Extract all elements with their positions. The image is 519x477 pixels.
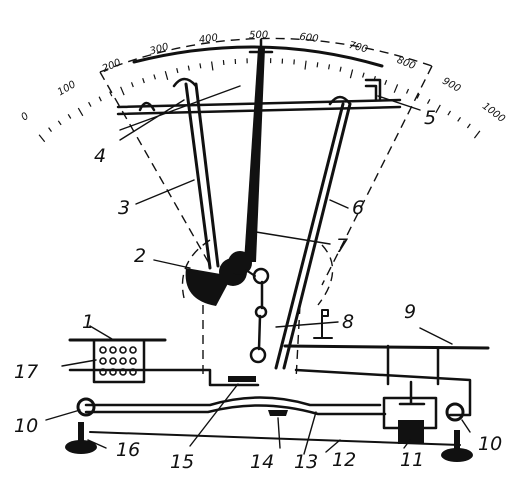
scale-tick-label: 300	[149, 42, 170, 58]
scale-tick-mark	[384, 79, 388, 86]
scale-tick-label: 800	[395, 55, 417, 72]
scale-tick-mark	[77, 107, 84, 117]
label-10-left: 10	[14, 415, 38, 437]
scale-tick-label: 700	[348, 40, 369, 55]
label-7: 7	[336, 235, 348, 257]
scale-tick-mark	[393, 84, 399, 93]
scale-tick-mark	[176, 68, 179, 74]
scale-tick-mark	[130, 82, 134, 88]
upper-pivot-left	[138, 77, 352, 112]
label-13: 13	[294, 451, 318, 473]
label-17: 17	[14, 361, 38, 383]
pivot-left	[76, 397, 96, 417]
scale-tick-mark	[473, 130, 481, 139]
scale-tick-mark	[38, 134, 46, 143]
scale-tick-mark	[426, 99, 431, 104]
gear-link	[245, 269, 256, 277]
scale-tick-label: 1000	[480, 101, 507, 125]
part-labels: 1 2 3 4 5 6 7 8 9 10 10 11 12 13 14 15 1…	[14, 107, 502, 473]
scale-tick-label: 500	[249, 30, 268, 41]
label-16: 16	[116, 439, 140, 461]
scale-tick-mark	[88, 101, 92, 107]
pivot-right	[445, 402, 465, 422]
scale-tick-mark	[57, 120, 62, 126]
pointer-tip	[248, 38, 274, 54]
linkage-pivot-bottom	[249, 346, 267, 364]
label-5: 5	[424, 107, 436, 129]
label-10-right: 10	[478, 433, 502, 455]
platform	[283, 344, 490, 350]
damper-stem	[398, 380, 426, 406]
label-1: 1	[82, 311, 94, 333]
scale-tick-mark	[328, 64, 331, 70]
scale-tick-mark	[457, 116, 461, 122]
scale-tick-mark	[199, 63, 202, 69]
linkage-bar	[257, 280, 264, 351]
scale-tick-mark	[405, 88, 410, 94]
column-housing	[181, 239, 334, 381]
label-6: 6	[352, 197, 364, 219]
scale-tick-mark	[362, 72, 365, 78]
scale-tick-mark	[164, 71, 169, 80]
scale-tick-mark	[142, 78, 145, 84]
scale-tick-label: 0	[19, 111, 31, 124]
scale-arc	[132, 45, 384, 68]
label-14: 14	[250, 451, 274, 473]
scale-tick-mark	[98, 96, 102, 102]
damper-cylinder	[398, 420, 424, 444]
scale-tick-mark	[67, 113, 72, 119]
leader-lines	[45, 85, 471, 455]
label-11: 11	[400, 449, 424, 471]
scale-tick-mark	[416, 93, 420, 99]
label-4: 4	[94, 145, 106, 167]
scale-tick-mark	[466, 123, 471, 129]
label-8: 8	[342, 311, 354, 333]
scale-tick-mark	[435, 104, 441, 114]
foot-left	[65, 422, 97, 454]
scale-tick-label: 400	[198, 32, 218, 46]
bottom-lever	[84, 404, 387, 416]
linkage-pivot-top	[252, 267, 270, 285]
scale-tick-mark	[349, 69, 354, 79]
scale-tick-mark	[304, 60, 307, 70]
scale-tick-mark	[153, 74, 156, 80]
scale-tick-mark	[109, 91, 113, 97]
scale-tick-mark	[120, 86, 125, 96]
scale-tick-label: 200	[101, 57, 123, 75]
label-2: 2	[134, 245, 146, 267]
label-9: 9	[404, 301, 416, 323]
index-flag	[313, 309, 333, 339]
scale-tick-mark	[339, 66, 342, 72]
scale-tick-mark	[447, 110, 452, 116]
label-12: 12	[332, 449, 356, 471]
rod-right	[274, 102, 352, 370]
foot-right	[441, 430, 473, 462]
label-15: 15	[170, 451, 194, 473]
scale-tick-label: 100	[56, 79, 78, 98]
scale-tick-mark	[316, 62, 319, 68]
scale-tick-label: 900	[440, 76, 462, 95]
fulcrum-15	[228, 376, 256, 382]
scale-tick-mark	[211, 61, 214, 71]
fulcrum-14	[268, 410, 288, 416]
scale-tick-mark	[187, 65, 190, 71]
rod-left	[184, 82, 220, 270]
scale-tick-label: 600	[299, 32, 319, 45]
scale-tick-mark	[48, 127, 52, 132]
scale-tick-mark	[222, 60, 225, 66]
label-3: 3	[118, 197, 130, 219]
lower-frame	[68, 368, 472, 417]
upper-pivot-right	[364, 78, 382, 102]
dial-outline	[99, 37, 433, 286]
pointer	[244, 48, 265, 262]
